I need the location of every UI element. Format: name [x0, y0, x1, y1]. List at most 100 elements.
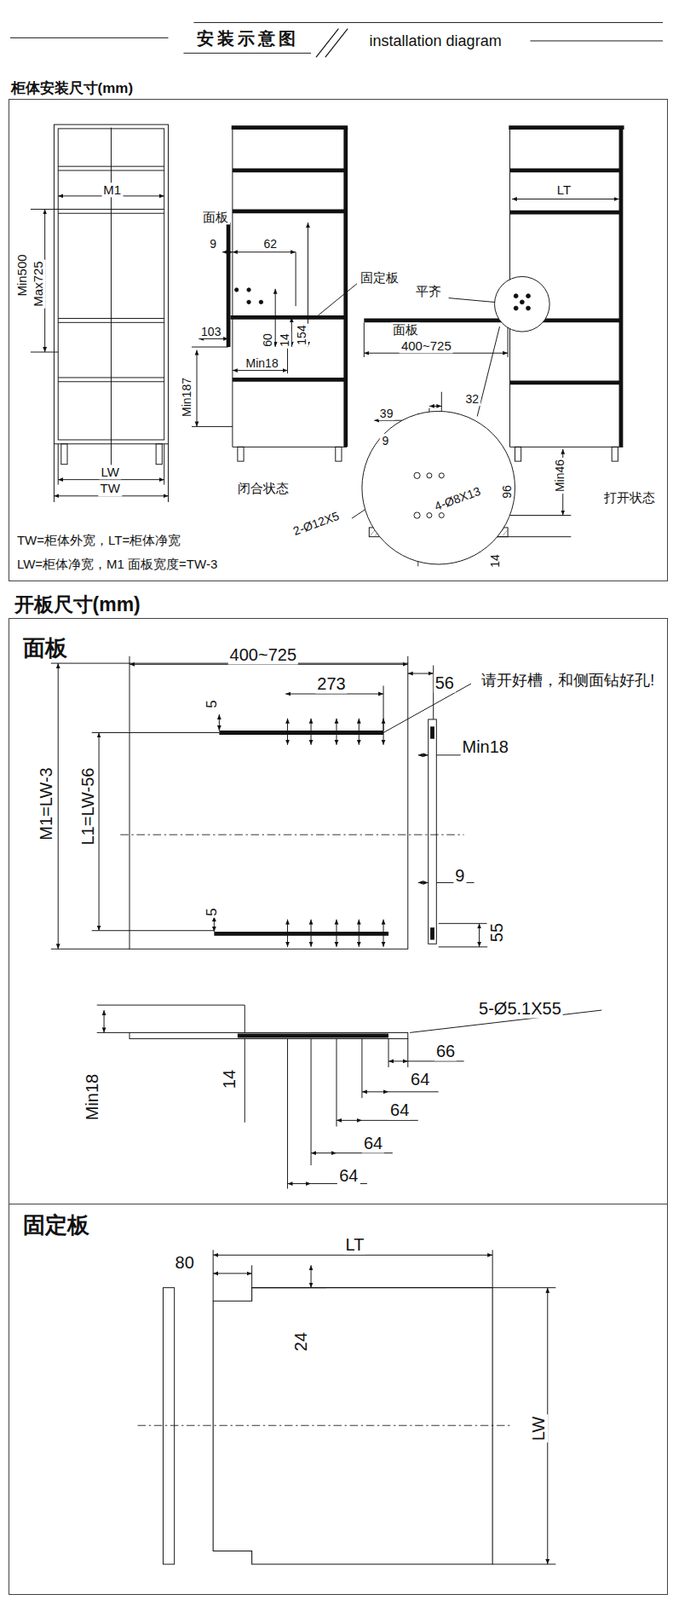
- leader-line: [191, 346, 229, 348]
- drill-arrow: [383, 718, 385, 745]
- drill-arrow: [358, 919, 360, 947]
- leader-line: [30, 208, 58, 210]
- dimension-line: [511, 198, 620, 200]
- leader-line: [251, 1264, 253, 1287]
- fixed-board-outline: [212, 1287, 493, 1564]
- leader-line: [408, 1059, 465, 1061]
- dimension-label: 154: [294, 322, 309, 346]
- centre-line: [138, 1424, 511, 1426]
- leader-line: [507, 514, 571, 516]
- leader-line: [361, 1038, 363, 1098]
- annotation-label: 32: [463, 391, 481, 406]
- outline-rect: [155, 443, 162, 465]
- annotation-label: 9: [380, 433, 392, 448]
- board-thick: [343, 127, 348, 448]
- annotation-label: 400~725: [228, 644, 299, 665]
- annotation-label: LT: [344, 1234, 367, 1254]
- leader-line: [183, 52, 311, 54]
- annotation-label: LT: [555, 182, 573, 197]
- annotation-label: 9: [207, 236, 219, 251]
- hole-circle: [247, 287, 251, 292]
- drill-arrow: [310, 919, 312, 947]
- hole-circle: [414, 471, 420, 478]
- dimension-line: [103, 1009, 105, 1032]
- annotation-label: 103: [199, 324, 223, 339]
- outline-rect: [163, 1287, 175, 1564]
- annotation-label: 62: [261, 236, 279, 251]
- leader-line: [492, 1248, 494, 1287]
- dimension-label: 24: [291, 1329, 311, 1352]
- hole-circle: [235, 287, 239, 292]
- annotation-label: 平齐: [414, 284, 443, 300]
- drill-arrow: [310, 718, 312, 745]
- dimension-line: [232, 369, 288, 371]
- leader-line: [336, 1151, 393, 1153]
- dimension-line: [418, 881, 429, 883]
- annotation-label: Min18: [244, 356, 281, 370]
- leader-line: [53, 443, 55, 502]
- hole-circle: [513, 305, 518, 311]
- leader-line: [295, 252, 297, 306]
- outline-rect: [428, 719, 438, 944]
- board-thick: [619, 127, 624, 448]
- leader-line: [191, 425, 233, 427]
- leader-line: [529, 40, 663, 41]
- annotation-label: 9: [453, 865, 466, 886]
- leader-line: [407, 1038, 409, 1068]
- annotation-label: LW: [99, 465, 121, 480]
- section-heading: 面板: [23, 635, 68, 662]
- dimension-line: [310, 1264, 312, 1287]
- dimension-line: [478, 922, 480, 947]
- leader-line: [51, 662, 130, 664]
- dimension-label: Min500: [15, 253, 30, 299]
- drill-arrow: [287, 718, 288, 745]
- leader-line: [438, 922, 488, 924]
- hole-circle: [438, 512, 444, 518]
- drill-arrow: [287, 919, 288, 947]
- leader-line: [407, 655, 409, 663]
- leader-line: [509, 446, 623, 448]
- board-thick: [226, 222, 231, 347]
- section-frame: 固定板: [9, 1203, 668, 1594]
- dimension-label: M1=LW-3: [35, 765, 56, 842]
- outline-rect: [611, 446, 618, 461]
- dimension-line: [212, 1271, 252, 1273]
- leader-line: [287, 346, 288, 374]
- leader-line: [492, 1563, 556, 1565]
- outline-rect: [129, 662, 409, 949]
- dimension-line: [362, 1090, 389, 1092]
- annotation-label: 56: [433, 672, 456, 692]
- annotation-label: 400~725: [399, 338, 454, 353]
- board-thick: [509, 210, 621, 215]
- leader-line: [51, 948, 130, 950]
- hole-circle: [519, 299, 524, 305]
- leader-line: [232, 446, 347, 448]
- board-thick: [508, 125, 624, 130]
- annotation-label: LW=柜体净宽，M1 面板宽度=TW-3: [15, 556, 219, 571]
- annotation-label: M1: [101, 182, 123, 197]
- section-heading: 开板尺寸(mm): [14, 592, 141, 616]
- annotation-label: 64: [337, 1164, 360, 1185]
- annotation-label: 39: [378, 406, 396, 420]
- leader-line: [231, 127, 233, 448]
- annotation-label: 64: [362, 1132, 385, 1152]
- leader-line: [57, 443, 59, 485]
- leader-line: [492, 1286, 556, 1288]
- drill-arrow: [383, 919, 385, 947]
- annotation-label: 80: [173, 1251, 196, 1272]
- dimension-line: [336, 1119, 363, 1121]
- dimension-label: 5: [203, 905, 221, 917]
- board-thick: [430, 926, 435, 939]
- annotation-label: 面板: [391, 322, 420, 337]
- board-thick: [213, 931, 389, 936]
- annotation-label: 打开状态: [602, 489, 657, 505]
- board-thick: [232, 377, 346, 382]
- annotation-label: 273: [315, 673, 347, 693]
- hole-circle: [513, 293, 518, 299]
- leader-line: [244, 1004, 246, 1032]
- dimension-line: [196, 350, 198, 427]
- leader-line: [477, 326, 500, 416]
- dimension-label: Min46: [552, 457, 567, 494]
- hole-circle: [258, 299, 263, 304]
